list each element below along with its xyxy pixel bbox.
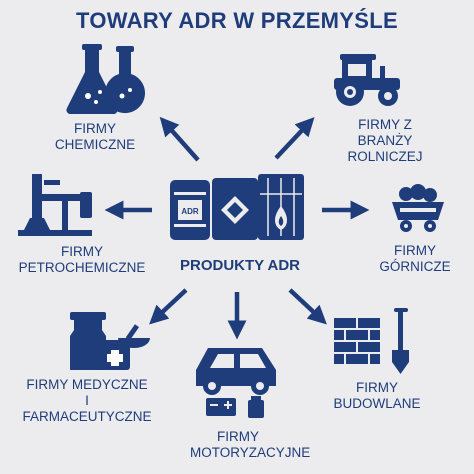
tractor-icon bbox=[328, 52, 408, 108]
pharmacy-icon bbox=[66, 310, 152, 374]
arrow-to-construction bbox=[288, 288, 327, 325]
arrow-to-medical bbox=[149, 288, 188, 325]
adr-sign: ADR bbox=[181, 207, 199, 216]
bricks-shovel-icon bbox=[332, 306, 412, 376]
page-title: TOWARY ADR W PRZEMYŚLE bbox=[76, 8, 398, 33]
lab-flasks-icon bbox=[62, 44, 152, 114]
mine-cart-icon bbox=[388, 184, 448, 234]
center-label: PRODUKTY ADR bbox=[179, 257, 300, 274]
adr-containers-icon: ADR bbox=[168, 170, 308, 242]
arrow-to-agricultural bbox=[274, 117, 315, 160]
car-icon bbox=[188, 340, 284, 424]
arrow-to-chemical bbox=[159, 116, 200, 162]
oil-pump-icon bbox=[14, 172, 96, 238]
